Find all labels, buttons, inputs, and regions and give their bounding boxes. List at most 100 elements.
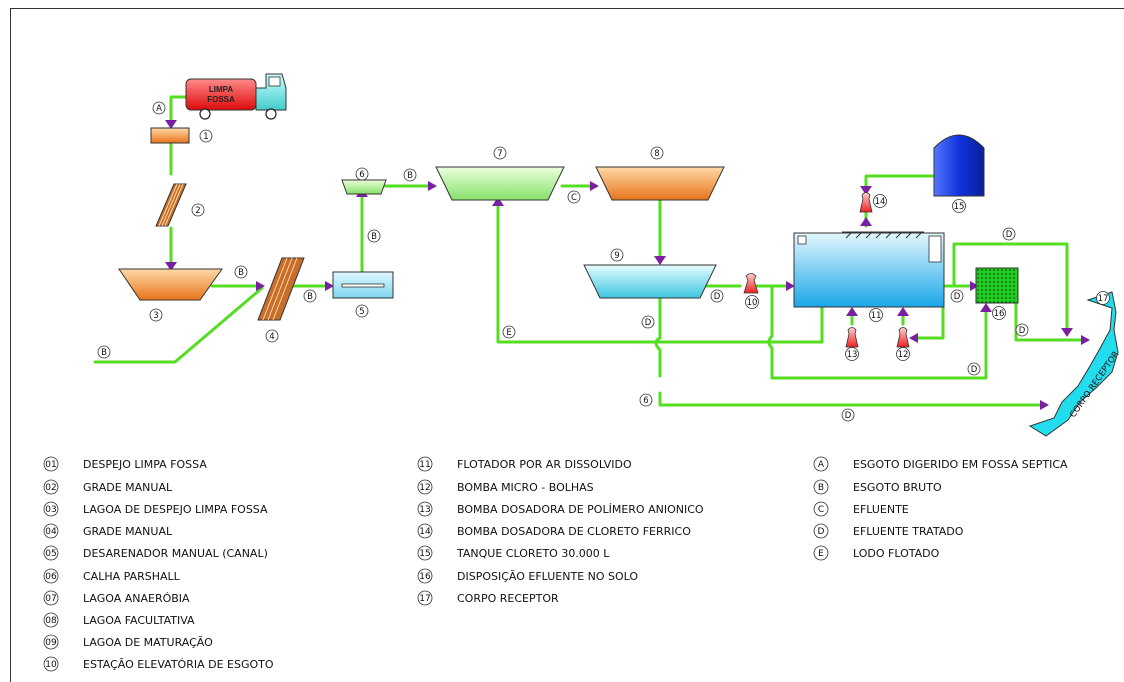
legend-item: 06 CALHA PARSHALL: [43, 568, 181, 584]
flow-marker-d: D: [1015, 323, 1029, 337]
arrow-up-icon: [897, 307, 909, 316]
pipe-b-inlet: [93, 286, 264, 364]
svg-text:CALHA PARSHALL: CALHA PARSHALL: [83, 570, 181, 583]
svg-text:BOMBA DOSADORA DE CLORETO FERR: BOMBA DOSADORA DE CLORETO FERRICO: [457, 525, 691, 538]
svg-text:D: D: [1006, 230, 1013, 240]
unit-marker: 6: [355, 167, 369, 181]
svg-text:B: B: [371, 232, 377, 242]
svg-text:E: E: [506, 328, 511, 338]
unit-5-grit-channel: [332, 271, 394, 299]
svg-text:LAGOA ANAERÓBIA: LAGOA ANAERÓBIA: [83, 592, 190, 605]
unit-15-chloride-tank: [933, 134, 985, 197]
svg-text:DESPEJO LIMPA FOSSA: DESPEJO LIMPA FOSSA: [83, 458, 207, 471]
svg-text:D: D: [714, 292, 721, 302]
unit-12-pump-icon: [896, 327, 910, 348]
svg-text:02: 02: [45, 483, 56, 493]
flow-marker-d: D: [641, 315, 655, 329]
svg-text:6: 6: [643, 396, 648, 406]
unit-17-receiving-body: [1028, 291, 1119, 437]
arrow-right-icon: [786, 281, 795, 291]
svg-text:D: D: [954, 292, 961, 302]
svg-text:06: 06: [45, 572, 57, 582]
pipe-9-to-6b: [654, 296, 662, 378]
svg-text:6: 6: [359, 170, 364, 180]
pipe-16-to-17: [1014, 301, 1089, 342]
unit-marker: 14: [873, 194, 887, 208]
unit-markers: 1 2 3 4 5 6 6 7 8 9 10 11 12 13 14 15 16…: [149, 129, 1110, 407]
svg-text:12: 12: [419, 483, 430, 493]
svg-text:GRADE MANUAL: GRADE MANUAL: [83, 481, 173, 494]
arrow-down-icon: [165, 262, 177, 271]
unit-marker: 5: [355, 304, 369, 318]
pipe-6b-to-17: [658, 391, 1048, 407]
unit-marker: 10: [745, 295, 759, 309]
svg-text:04: 04: [45, 527, 57, 537]
arrow-right-icon: [590, 181, 599, 191]
svg-text:E: E: [818, 549, 824, 559]
svg-text:4: 4: [269, 332, 274, 342]
svg-text:14: 14: [875, 197, 886, 207]
svg-text:B: B: [101, 348, 107, 358]
svg-text:D: D: [645, 318, 652, 328]
unit-marker: 17: [1096, 291, 1110, 305]
flow-marker-c: C: [567, 190, 581, 204]
svg-text:1: 1: [203, 132, 208, 142]
svg-text:8: 8: [654, 149, 659, 159]
svg-text:D: D: [971, 365, 978, 375]
unit-marker: 2: [191, 203, 205, 217]
diagram-frame: [10, 8, 1124, 682]
svg-text:16: 16: [419, 572, 431, 582]
svg-text:17: 17: [419, 594, 430, 604]
svg-text:BOMBA DOSADORA DE POLÍMERO ANI: BOMBA DOSADORA DE POLÍMERO ANIONICO: [457, 503, 704, 516]
svg-text:7: 7: [497, 149, 502, 159]
flow-marker-e: E: [502, 325, 516, 339]
unit-2-screen-icon: [155, 183, 187, 227]
svg-text:DESARENADOR MANUAL (CANAL): DESARENADOR MANUAL (CANAL): [83, 547, 268, 560]
svg-text:B: B: [307, 292, 313, 302]
svg-text:B: B: [407, 171, 413, 181]
truck-label-line1: LIMPA: [209, 85, 234, 94]
svg-text:C: C: [571, 193, 577, 203]
svg-text:09: 09: [45, 638, 57, 648]
svg-text:LAGOA DE MATURAÇÃO: LAGOA DE MATURAÇÃO: [83, 636, 213, 649]
svg-text:EFLUENTE TRATADO: EFLUENTE TRATADO: [853, 525, 964, 538]
arrow-right-icon: [970, 281, 979, 291]
unit-1-inlet-box: [150, 127, 190, 144]
svg-text:05: 05: [45, 549, 56, 559]
svg-text:07: 07: [45, 594, 56, 604]
svg-text:3: 3: [153, 311, 158, 321]
legend-item: 04 GRADE MANUAL: [43, 523, 173, 539]
unit-7-anaerobic-lagoon: [435, 166, 565, 201]
svg-text:15: 15: [954, 202, 965, 212]
pipe-15-to-14: [864, 174, 936, 192]
svg-text:13: 13: [419, 505, 430, 515]
svg-text:EFLUENTE: EFLUENTE: [853, 503, 909, 516]
svg-text:GRADE MANUAL: GRADE MANUAL: [83, 525, 173, 538]
arrow-down-icon: [654, 256, 666, 265]
arrow-right-icon: [325, 281, 334, 291]
svg-text:A: A: [156, 104, 162, 114]
flow-marker-b: B: [367, 229, 381, 243]
flow-marker-d: D: [841, 408, 855, 422]
legend-item: 02 GRADE MANUAL: [43, 479, 173, 495]
arrow-right-icon: [428, 181, 437, 191]
unit-marker: 4: [265, 329, 279, 343]
legend-item: 07 LAGOA ANAERÓBIA: [43, 590, 190, 606]
legend-item: 13 BOMBA DOSADORA DE POLÍMERO ANIONICO: [417, 501, 704, 517]
svg-text:LODO FLOTADO: LODO FLOTADO: [853, 547, 940, 560]
svg-text:13: 13: [847, 350, 858, 360]
svg-text:03: 03: [45, 505, 56, 515]
svg-text:10: 10: [747, 298, 758, 308]
